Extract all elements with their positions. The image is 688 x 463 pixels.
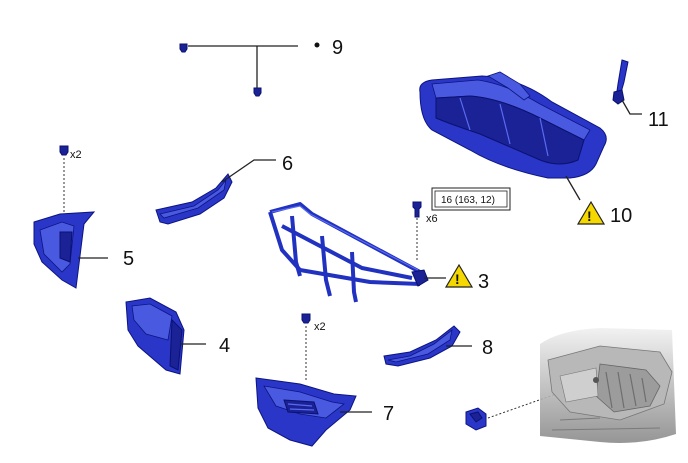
- callout-11: 11: [648, 109, 669, 131]
- part-6-trim-strip: 6: [155, 153, 293, 225]
- bolt-group-frame: x6 16 (163, 12): [412, 187, 511, 262]
- callout-7: 7: [383, 403, 394, 425]
- svg-text:!: !: [455, 271, 460, 287]
- bullet-dot: [314, 42, 320, 48]
- qty-bolts-frame: x6: [426, 213, 438, 225]
- warning-callout-10: ! 10: [576, 200, 632, 227]
- part-5-side-panel: x2 5: [33, 145, 134, 289]
- callout-3: 3: [478, 271, 489, 293]
- part-3-seat-frame: [268, 202, 446, 303]
- qty-clip-bottom: x2: [314, 321, 326, 333]
- callout-5: 5: [123, 248, 134, 270]
- callout-9: 9: [332, 37, 343, 59]
- warning-icon: [444, 263, 474, 288]
- callout-6: 6: [282, 153, 293, 175]
- svg-text:!: !: [587, 208, 592, 224]
- warning-icon: [576, 200, 606, 225]
- part-8-trim-strip: 8: [383, 325, 493, 367]
- part-4-side-cover: 4: [125, 297, 230, 375]
- vehicle-location-inset: [540, 328, 676, 443]
- callout-4: 4: [219, 335, 230, 357]
- torque-spec: 16 (163, 12): [441, 195, 495, 206]
- torque-spec-box: 16 (163, 12): [431, 187, 511, 211]
- part-9-clips: 9: [179, 37, 343, 97]
- warning-callout-3: ! 3: [444, 263, 489, 293]
- callout-10: 10: [610, 205, 632, 227]
- part-10-seat-cushion: [419, 71, 607, 201]
- qty-clip-top-left: x2: [70, 149, 82, 161]
- part-11-bracket: 11: [612, 59, 669, 131]
- part-7-lower-cover: x2 7: [255, 313, 394, 447]
- callout-8: 8: [482, 337, 493, 359]
